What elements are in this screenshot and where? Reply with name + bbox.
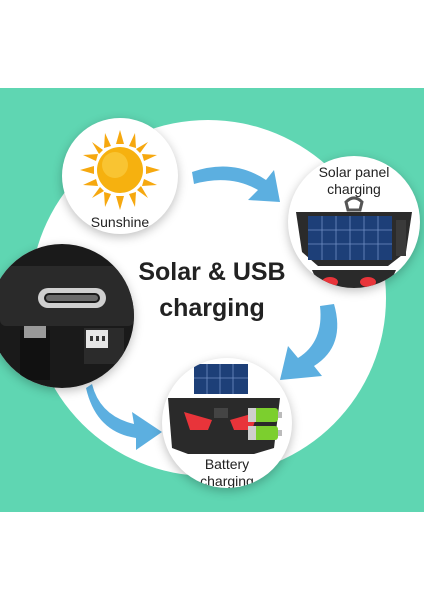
usb-node [0, 244, 134, 388]
title-line-1: Solar & USB [138, 258, 286, 286]
battery-node: Battery charging [162, 358, 292, 488]
solar-panel-label: Solar panel charging [288, 164, 420, 198]
title-line-2: charging [159, 294, 265, 322]
solar-panel-label-line-2: charging [327, 181, 381, 197]
solar-panel-node: Solar panel charging [288, 156, 420, 288]
battery-label-line-1: Battery [204, 456, 250, 472]
usb-c-cable-icon [0, 244, 134, 388]
battery-label-line-2: charging [200, 473, 254, 488]
arrow-panel-to-battery-icon [280, 304, 338, 380]
sunshine-label: Sunshine [90, 214, 150, 230]
sun-icon [80, 130, 160, 210]
battery-label: Battery charging [162, 456, 292, 488]
arrow-usb-to-battery-icon [86, 384, 162, 450]
battery-icon [248, 408, 282, 440]
teal-background-band: Solar & USB charging Sunshi [0, 88, 424, 512]
arrow-sun-to-panel-icon [192, 166, 280, 202]
solar-panel-icon [296, 196, 412, 288]
solar-panel-label-line-1: Solar panel [318, 164, 390, 180]
page-title: Solar & USB charging [120, 254, 304, 326]
sunshine-node: Sunshine [62, 118, 178, 234]
